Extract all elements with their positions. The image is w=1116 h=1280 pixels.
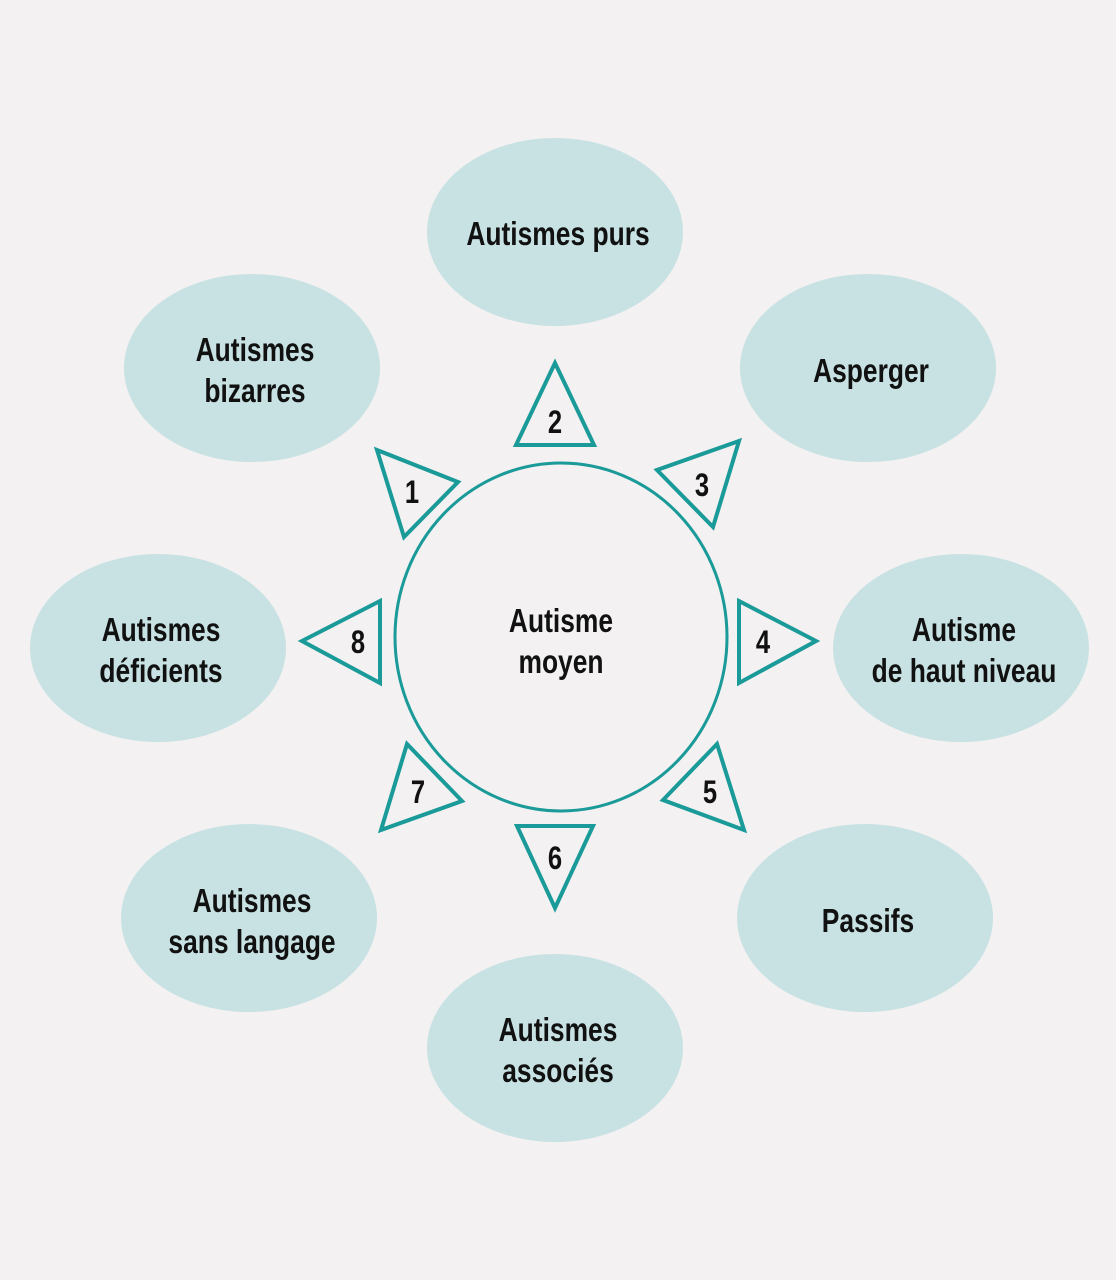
node-label-line-2: déficients xyxy=(99,653,222,689)
node-autismes-purs: Autismes purs xyxy=(427,138,683,326)
arrow-number: 8 xyxy=(351,625,365,660)
node-label-line-1: Autismes xyxy=(499,1012,618,1048)
node-autismes-sans-langage: Autismes sans langage xyxy=(121,824,377,1012)
node-label-line-2: associés xyxy=(502,1053,614,1089)
arrow-number: 6 xyxy=(548,841,562,876)
arrow-number: 5 xyxy=(703,775,717,810)
arrow-5-triangle: 5 xyxy=(659,740,748,834)
node-label-line-1: Autismes xyxy=(102,612,221,648)
node-label-line-1: Autismes xyxy=(193,883,312,919)
node-label: Asperger xyxy=(813,353,929,389)
arrow-6-triangle: 6 xyxy=(513,824,597,913)
arrow-number: 2 xyxy=(548,405,562,440)
node-passifs: Passifs xyxy=(737,824,993,1012)
arrow-number: 3 xyxy=(695,468,709,503)
arrow-2-triangle: 2 xyxy=(512,358,598,447)
arrow-3-triangle: 3 xyxy=(653,437,743,531)
arrow-number: 7 xyxy=(411,775,425,810)
node-autismes-associes: Autismes associés xyxy=(427,954,683,1142)
node-autismes-deficients: Autismes déficients xyxy=(30,554,286,742)
center-label-line-1: Autisme xyxy=(509,603,613,639)
arrow-1-triangle: 1 xyxy=(373,446,462,541)
node-label-line-1: Autisme xyxy=(912,612,1016,648)
arrow-number: 1 xyxy=(405,475,419,510)
node-label-line-2: de haut niveau xyxy=(872,653,1057,689)
node-autismes-bizarres: Autismes bizarres xyxy=(124,274,380,462)
node-autisme-haut-niveau: Autisme de haut niveau xyxy=(833,554,1089,742)
node-asperger: Asperger xyxy=(740,274,996,462)
center-circle xyxy=(393,461,729,813)
arrow-8-triangle: 8 xyxy=(297,597,382,687)
arrow-number: 4 xyxy=(756,625,770,660)
arrow-7-triangle: 7 xyxy=(377,740,466,834)
node-label-line-2: bizarres xyxy=(204,373,305,409)
center-label-line-2: moyen xyxy=(518,644,603,680)
node-label: Autismes purs xyxy=(466,216,649,252)
node-label-line-2: sans langage xyxy=(168,924,335,960)
node-label-line-1: Autismes xyxy=(196,332,315,368)
node-label: Passifs xyxy=(822,903,914,939)
arrow-4-triangle: 4 xyxy=(737,597,821,687)
